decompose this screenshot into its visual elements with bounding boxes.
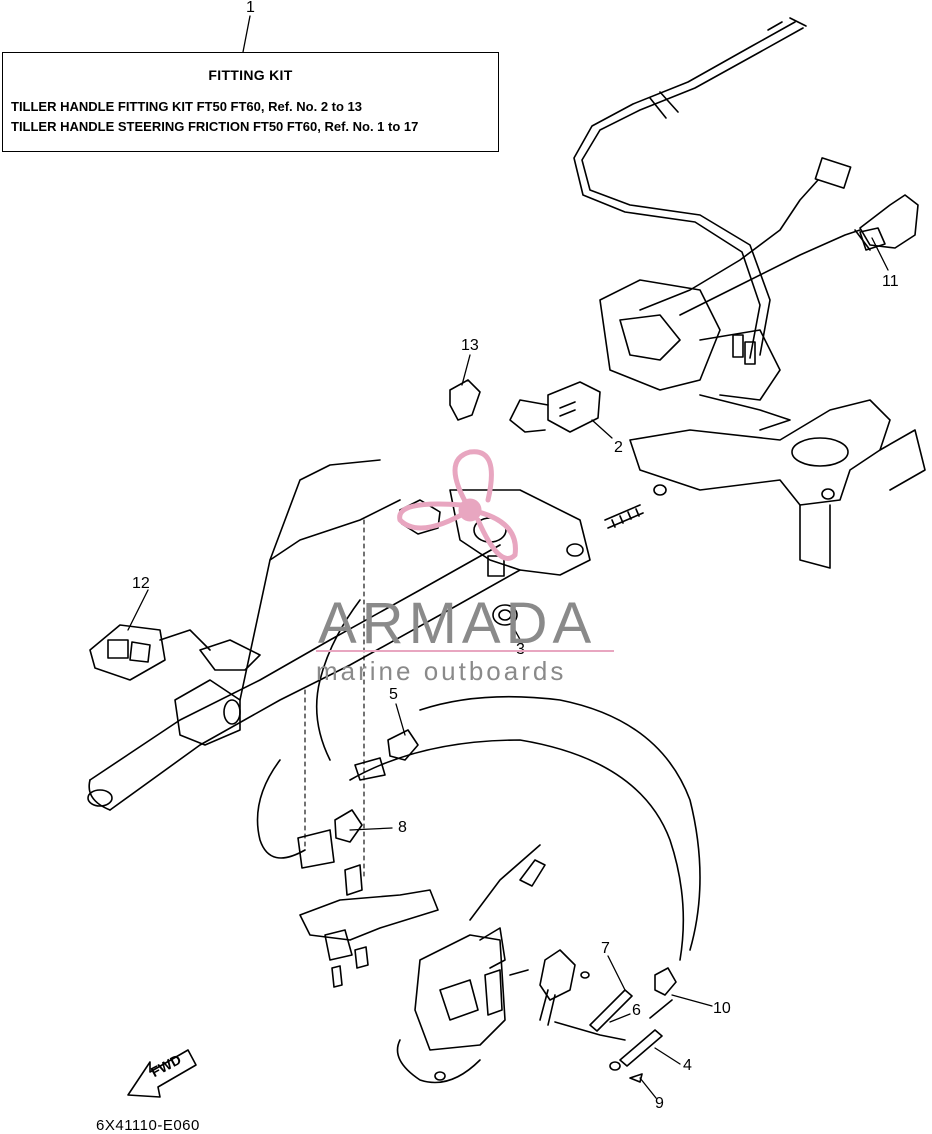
callout-13: 13	[461, 337, 479, 354]
part-13-clamp	[449, 379, 481, 421]
steering-bracket	[599, 279, 791, 431]
callout-6: 6	[632, 1002, 641, 1019]
tiller-handle	[87, 459, 521, 811]
part-5-holder	[354, 729, 419, 781]
fitting-kit-box: FITTING KIT TILLER HANDLE FITTING KIT FT…	[2, 52, 499, 152]
wire-harness	[639, 157, 919, 316]
stud-bolt	[604, 504, 644, 529]
callout-4: 4	[683, 1057, 692, 1074]
fitting-kit-line-1: TILLER HANDLE FITTING KIT FT50 FT60, Ref…	[11, 99, 363, 114]
callout-3: 3	[516, 642, 525, 658]
guide-lines	[304, 519, 365, 881]
steering-arm	[629, 399, 926, 569]
leader-lines	[127, 15, 889, 1099]
callout-12: 12	[132, 575, 150, 592]
part-3-nut	[492, 604, 518, 626]
diagram-code: 6X41110-E060	[96, 1117, 200, 1134]
cable-loops	[256, 599, 701, 961]
fitting-kit-line-2: TILLER HANDLE STEERING FRICTION FT50 FT6…	[11, 119, 419, 134]
gear-pulley	[509, 949, 590, 1026]
callout-9: 9	[655, 1095, 664, 1112]
watermark-rule	[316, 650, 614, 652]
watermark-brand: ARMADA	[318, 591, 597, 656]
callout-2: 2	[614, 439, 623, 456]
part-12-switch	[89, 624, 211, 681]
fitting-kit-title: FITTING KIT	[208, 67, 293, 83]
throttle-shift-cables	[573, 17, 807, 359]
callout-8: 8	[398, 819, 407, 836]
armada-logo-mark	[397, 449, 518, 561]
lower-switch-assembly	[396, 844, 546, 1084]
part-11-connector	[859, 227, 886, 251]
watermark-tagline: marine outboards	[316, 656, 567, 686]
callout-5: 5	[389, 686, 398, 703]
link-rods	[554, 967, 677, 1083]
fwd-arrow	[127, 1049, 197, 1098]
part-2-coupler	[509, 381, 601, 433]
callout-1: 1	[246, 0, 255, 16]
callout-10: 10	[713, 1000, 731, 1017]
part-8-holder	[297, 809, 363, 869]
callout-7: 7	[601, 940, 610, 957]
lower-plate	[299, 864, 439, 988]
callout-11: 11	[882, 273, 899, 290]
